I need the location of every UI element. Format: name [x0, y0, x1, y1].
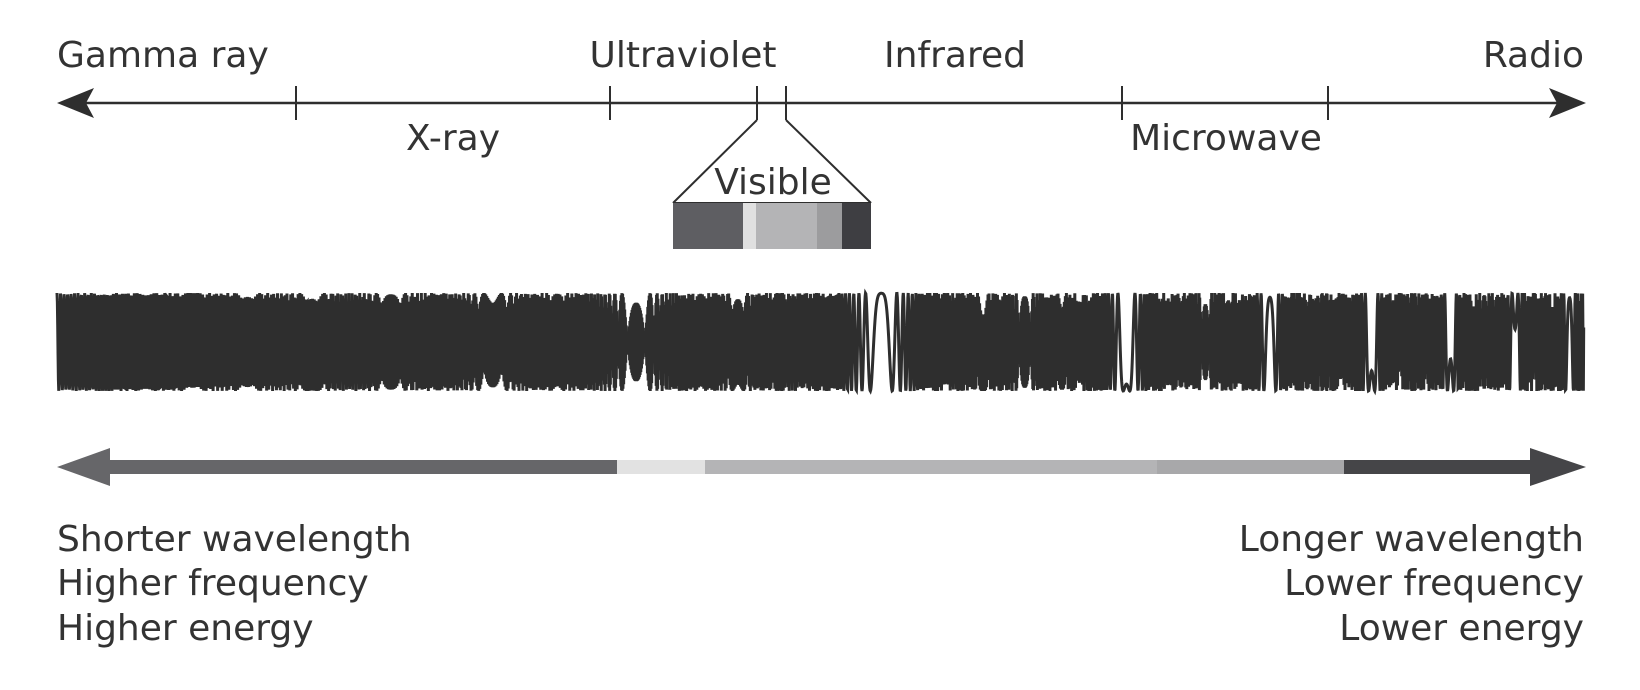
visible-label: Visible [714, 162, 832, 203]
callout-right-line [785, 119, 872, 204]
right-property-energy: Lower energy [1339, 608, 1584, 649]
gradient-arrow-left-head [57, 448, 110, 486]
right-property-frequency: Lower frequency [1284, 563, 1584, 604]
visible-band-segment [743, 203, 756, 249]
gradient-arrow-segment [705, 460, 1157, 474]
visible-color-band [673, 203, 871, 249]
gradient-arrow-right-head [1530, 448, 1586, 486]
left-property-wavelength: Shorter wavelength [57, 519, 412, 560]
gradient-arrow-segment [617, 460, 705, 474]
visible-callout: Visible [672, 119, 872, 249]
wavelength-wave [55, 288, 1586, 396]
right-property-wavelength: Longer wavelength [1239, 519, 1584, 560]
gradient-arrow [57, 448, 1586, 486]
callout-left-line [672, 119, 758, 204]
left-property-energy: Higher energy [57, 608, 314, 649]
microwave-label: Microwave [1130, 118, 1322, 159]
axis-right-arrowhead [1549, 88, 1586, 118]
ultraviolet-label: Ultraviolet [590, 35, 777, 76]
infrared-label: Infrared [884, 35, 1026, 76]
gradient-arrow-segment [105, 460, 617, 474]
gamma-ray-label: Gamma ray [57, 35, 269, 76]
gradient-arrow-segment [1157, 460, 1344, 474]
visible-band-segment [817, 203, 842, 249]
spectrum-axis [57, 86, 1586, 120]
visible-band-segment [842, 203, 871, 249]
gradient-arrow-segment [1344, 460, 1535, 474]
gradient-arrow-shaft [105, 460, 1535, 474]
left-property-frequency: Higher frequency [57, 563, 369, 604]
radio-label: Radio [1483, 35, 1584, 76]
x-ray-label: X-ray [406, 118, 500, 159]
visible-band-segment [756, 203, 817, 249]
axis-left-arrowhead [57, 88, 94, 118]
visible-band-segment [673, 203, 743, 249]
